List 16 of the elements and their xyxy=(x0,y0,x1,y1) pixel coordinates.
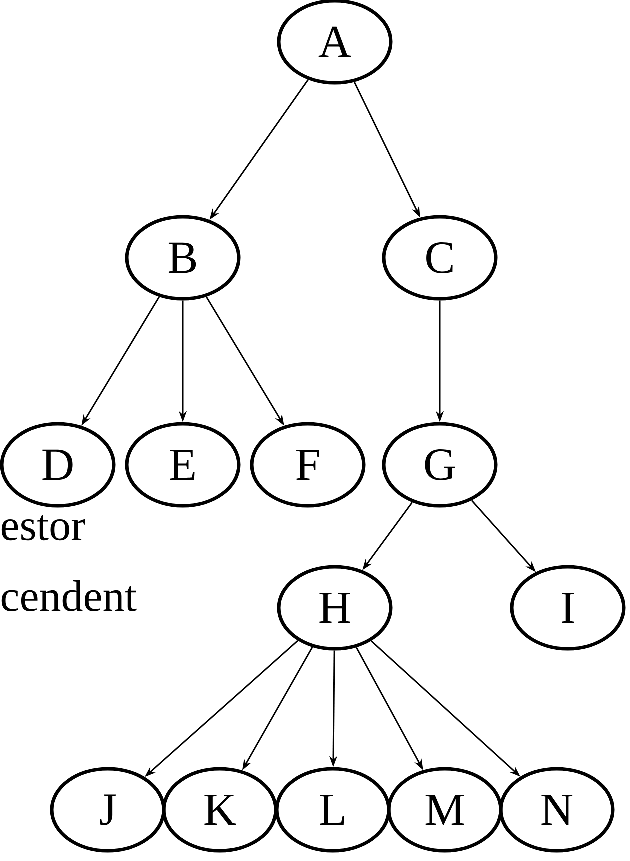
tree-node: K xyxy=(162,767,278,853)
tree-node: M xyxy=(387,767,503,853)
tree-node: H xyxy=(277,565,393,651)
tree-node: G xyxy=(382,422,498,508)
tree-node: C xyxy=(382,215,498,301)
tree-node: D xyxy=(0,422,116,508)
tree-node: A xyxy=(277,0,393,85)
text-label: estor xyxy=(2,515,86,541)
tree-node: N xyxy=(499,767,615,853)
text-label: cendent xyxy=(2,580,137,612)
tree-node: J xyxy=(50,767,166,853)
tree-node: L xyxy=(275,767,391,853)
tree-node: F xyxy=(250,422,366,508)
tree-node: E xyxy=(125,422,241,508)
tree-node: B xyxy=(125,215,241,301)
tree-node: I xyxy=(510,565,626,651)
